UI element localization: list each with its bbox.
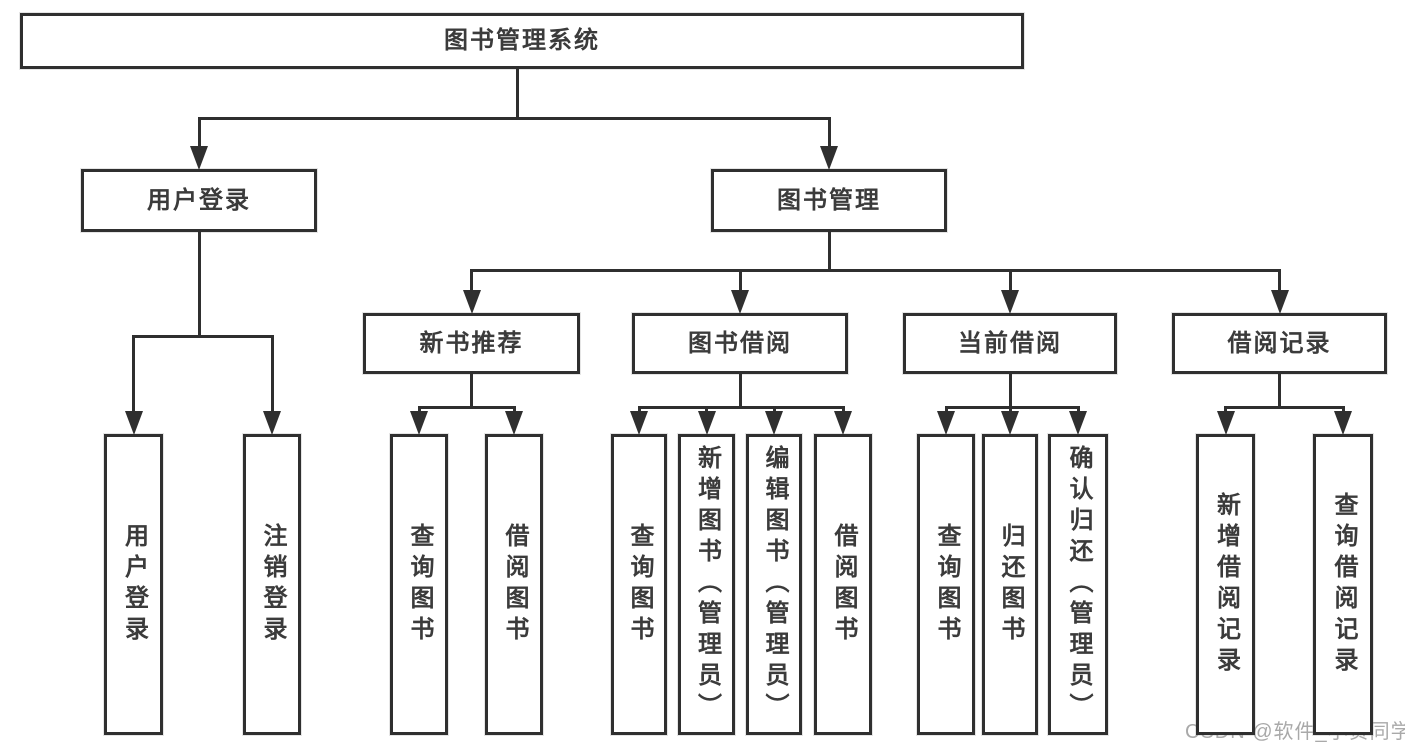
connector-arrowhead [1334,411,1352,435]
node-leaf-br-query: 查询借阅记录 [1313,434,1373,735]
node-book-mgmt: 图书管理 [711,169,947,232]
connector-arrowhead [630,411,648,435]
node-leaf-br-add: 新增借阅记录 [1196,434,1255,735]
node-label: 查询借阅记录 [1330,491,1357,678]
connector-line [1008,372,1012,409]
connector-line [197,118,201,151]
node-label: 当前借阅 [958,329,1062,357]
node-label: 查询图书 [406,522,433,647]
node-root: 图书管理系统 [20,13,1024,69]
connector-arrowhead [124,411,143,435]
connector-line [515,67,519,120]
connector-line [738,270,742,295]
connector-arrowhead [263,411,281,435]
connector-arrowhead [1270,290,1289,314]
connector-line [470,372,473,409]
node-new-book: 新书推荐 [363,313,580,374]
connector-arrowhead [834,411,852,435]
connector-line [637,405,845,409]
node-leaf-bb-query: 查询图书 [611,434,667,735]
node-user-login: 用户登录 [81,169,317,232]
node-leaf-nb-borrow: 借阅图书 [485,434,543,735]
connector-line [197,230,201,338]
node-label: 查询图书 [626,522,653,647]
connector-arrowhead [731,290,749,314]
node-leaf-user-login: 用户登录 [104,434,163,735]
connector-line [132,334,274,338]
connector-line [270,336,274,416]
connector-arrowhead [697,411,716,435]
node-label: 借阅记录 [1227,329,1332,357]
node-leaf-bb-add: 新增图书（管理员） [678,434,735,735]
node-label: 图书管理系统 [444,27,600,54]
node-leaf-bb-borrow: 借阅图书 [814,434,872,735]
connector-arrowhead [937,411,955,435]
node-label: 确认归还（管理员） [1065,445,1092,724]
connector-line [827,230,831,272]
node-current-borrow: 当前借阅 [903,313,1117,374]
connector-arrowhead [1001,290,1019,314]
node-label: 借阅图书 [501,522,528,647]
node-leaf-nb-query: 查询图书 [390,434,448,735]
connector-arrowhead [765,411,783,435]
connector-arrowhead [820,146,838,170]
node-label: 用户登录 [147,186,251,214]
node-label: 归还图书 [997,522,1024,647]
node-leaf-bb-edit: 编辑图书（管理员） [746,434,802,735]
connector-line [132,336,135,416]
connector-line [1008,270,1012,295]
connector-arrowhead [190,146,208,170]
node-label: 查询图书 [933,522,960,647]
node-leaf-logout: 注销登录 [243,434,301,735]
node-label: 注销登录 [259,522,286,647]
connector-arrowhead [1001,411,1019,435]
connector-line [1278,372,1281,409]
connector-line [470,270,473,295]
connector-line [827,118,831,151]
connector-line [470,268,1281,272]
connector-arrowhead [505,411,523,435]
connector-line [944,405,1080,409]
node-leaf-cb-query: 查询图书 [917,434,975,735]
node-borrow-record: 借阅记录 [1172,313,1387,374]
node-label: 图书管理 [777,186,881,214]
node-label: 借阅图书 [830,522,857,647]
connector-arrowhead [462,290,481,314]
connector-line [1224,405,1345,409]
connector-line [738,372,742,409]
node-label: 新增借阅记录 [1212,491,1240,678]
connector-line [417,405,516,409]
connector-arrowhead [410,411,428,435]
node-label: 用户登录 [120,522,148,647]
connector-line [197,116,831,120]
node-label: 新书推荐 [419,329,524,357]
connector-line [1278,270,1281,295]
node-label: 新增图书（管理员） [693,445,721,724]
node-leaf-cb-return: 归还图书 [982,434,1038,735]
connector-arrowhead [1069,411,1087,435]
node-label: 编辑图书（管理员） [761,445,788,724]
node-book-borrow: 图书借阅 [632,313,848,374]
node-label: 图书借阅 [688,329,792,357]
connector-arrowhead [1216,411,1235,435]
node-leaf-cb-confirm: 确认归还（管理员） [1048,434,1108,735]
